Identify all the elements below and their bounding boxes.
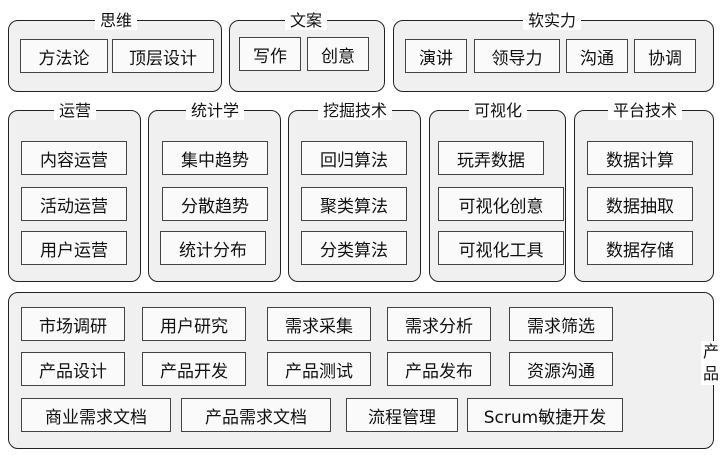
item-process-management: 流程管理 <box>346 398 458 432</box>
group-title-statistics: 统计学 <box>185 102 245 120</box>
item-top-level-design: 顶层设计 <box>112 39 214 73</box>
item-business-requirements-document: 商业需求文档 <box>21 398 171 432</box>
item-scrum-agile-development: Scrum敏捷开发 <box>467 398 623 432</box>
item-creativity: 创意 <box>307 37 369 71</box>
group-operations: 运营 内容运营 活动运营 用户运营 <box>8 102 141 282</box>
item-visualization-creativity: 可视化创意 <box>438 187 564 221</box>
group-title-operations: 运营 <box>53 102 97 120</box>
item-central-tendency: 集中趋势 <box>162 141 268 175</box>
item-market-research: 市场调研 <box>21 307 125 341</box>
item-classification-algorithm: 分类算法 <box>301 231 407 265</box>
item-statistical-distribution: 统计分布 <box>160 231 266 265</box>
item-user-operations: 用户运营 <box>21 231 127 265</box>
group-title-copywriting: 文案 <box>284 12 328 30</box>
item-resource-communication: 资源沟通 <box>509 352 613 386</box>
item-playing-with-data: 玩弄数据 <box>438 141 544 175</box>
group-title-thinking: 思维 <box>94 12 138 30</box>
group-title-soft-skills: 软实力 <box>522 12 582 30</box>
item-writing: 写作 <box>239 37 301 71</box>
group-visualization: 可视化 玩弄数据 可视化创意 可视化工具 <box>429 102 566 282</box>
group-title-mining: 挖掘技术 <box>317 102 393 120</box>
item-product-release: 产品发布 <box>387 352 491 386</box>
item-communication: 沟通 <box>566 39 628 73</box>
item-leadership: 领导力 <box>474 39 560 73</box>
group-platform: 平台技术 数据计算 数据抽取 数据存储 <box>574 102 714 282</box>
item-methodology: 方法论 <box>20 39 108 73</box>
item-requirement-screening: 需求筛选 <box>509 307 613 341</box>
item-regression-algorithm: 回归算法 <box>301 141 407 175</box>
item-visualization-tools: 可视化工具 <box>438 231 564 265</box>
item-user-research: 用户研究 <box>142 307 246 341</box>
item-data-computing: 数据计算 <box>587 141 693 175</box>
item-clustering-algorithm: 聚类算法 <box>301 187 407 221</box>
item-data-extraction: 数据抽取 <box>587 187 693 221</box>
group-mining: 挖掘技术 回归算法 聚类算法 分类算法 <box>288 102 421 282</box>
group-statistics: 统计学 集中趋势 分散趋势 统计分布 <box>148 102 281 282</box>
item-requirement-analysis: 需求分析 <box>387 307 491 341</box>
item-speech: 演讲 <box>405 39 467 73</box>
group-soft-skills: 软实力 演讲 领导力 沟通 协调 <box>393 12 714 92</box>
group-title-product-char-1: 产 <box>702 342 719 361</box>
group-title-platform: 平台技术 <box>607 102 683 120</box>
item-product-design: 产品设计 <box>21 352 125 386</box>
group-title-product-char-2: 品 <box>702 364 719 383</box>
item-activity-operations: 活动运营 <box>21 187 127 221</box>
group-title-visualization: 可视化 <box>468 102 528 120</box>
group-title-product: 产 品 <box>701 341 721 385</box>
item-content-operations: 内容运营 <box>21 141 127 175</box>
item-data-storage: 数据存储 <box>587 231 693 265</box>
group-thinking: 思维 方法论 顶层设计 <box>8 12 222 92</box>
group-product: 产 品 市场调研 用户研究 需求采集 需求分析 需求筛选 产品设计 产品开发 产… <box>8 292 721 449</box>
item-product-development: 产品开发 <box>142 352 246 386</box>
item-coordination: 协调 <box>634 39 696 73</box>
item-dispersion-tendency: 分散趋势 <box>162 187 268 221</box>
item-requirement-collection: 需求采集 <box>267 307 371 341</box>
item-product-testing: 产品测试 <box>267 352 371 386</box>
item-product-requirements-document: 产品需求文档 <box>181 398 331 432</box>
group-copywriting: 文案 写作 创意 <box>229 12 385 92</box>
